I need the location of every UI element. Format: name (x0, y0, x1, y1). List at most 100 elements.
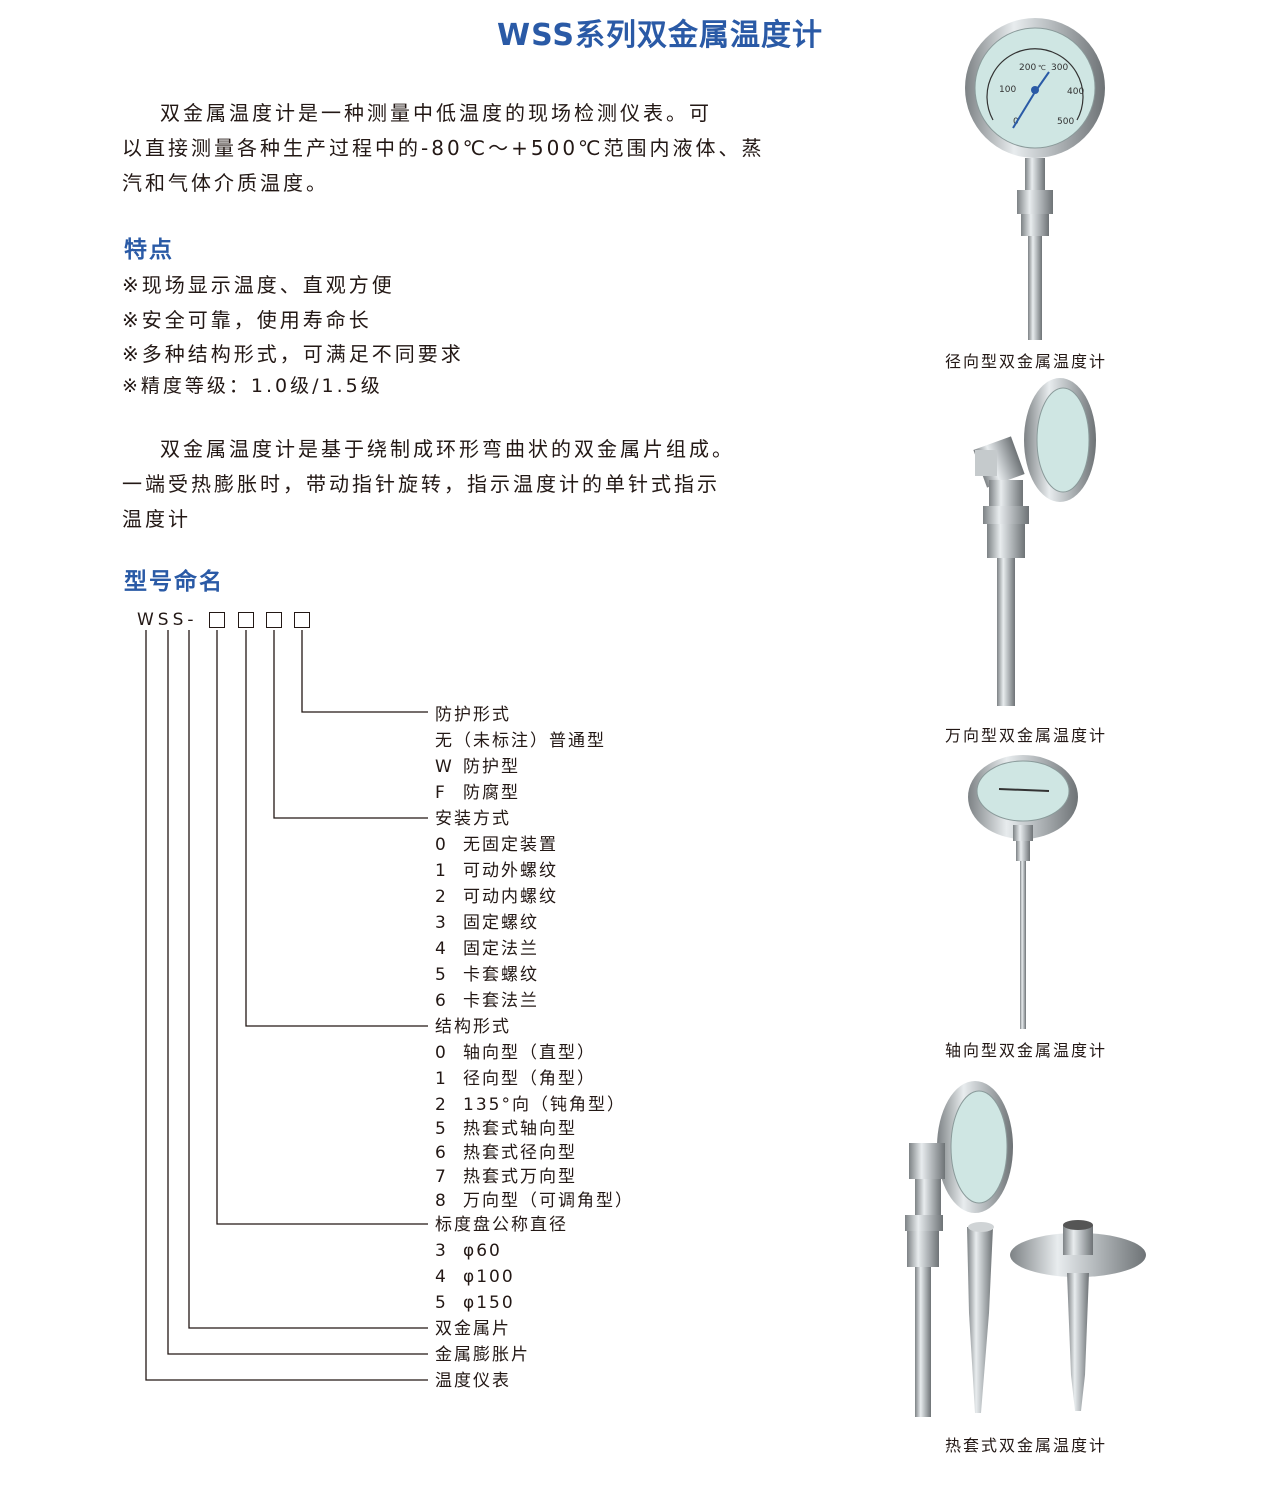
option-text: φ60 (463, 1241, 502, 1261)
features-heading: 特点 (124, 237, 174, 263)
principle-line: 温度计 (122, 507, 191, 531)
option-text: 热套式轴向型 (463, 1119, 577, 1139)
naming-option: 1 径向型（角型） (435, 1069, 596, 1089)
intro-line: 汽和气体介质温度。 (122, 171, 329, 195)
naming-option: 5 φ150 (435, 1293, 515, 1313)
option-text: φ150 (463, 1293, 515, 1313)
dial-label: 400 (1067, 87, 1084, 97)
option-code: 5 (435, 1119, 448, 1139)
principle-line: 双金属温度计是基于绕制成环形弯曲状的双金属片组成。 (160, 437, 735, 461)
naming-group-title: 双金属片 (435, 1319, 511, 1339)
option-text: 径向型（角型） (463, 1069, 596, 1089)
option-text: 固定法兰 (463, 939, 539, 959)
intro-line: 以直接测量各种生产过程中的-80℃～+500℃范围内液体、蒸 (122, 136, 765, 160)
option-code: 1 (435, 861, 448, 881)
option-code: F (435, 783, 447, 803)
universal-thermometer-image (973, 378, 1096, 706)
radial-thermometer-image: 200 ℃ 300 100 400 0 500 (965, 18, 1105, 340)
option-text: 固定螺纹 (463, 913, 539, 933)
intro-paragraph: 双金属温度计是一种测量中低温度的现场检测仪表。可 以直接测量各种生产过程中的-8… (122, 96, 765, 201)
feature-item: ※精度等级：1.0级/1.5级 (122, 375, 383, 397)
dial-label: ℃ (1038, 64, 1046, 72)
option-text: 135°向（钝角型） (463, 1095, 626, 1115)
option-code: 5 (435, 965, 448, 985)
naming-group-title: 结构形式 (435, 1017, 511, 1037)
option-text: 卡套法兰 (463, 991, 539, 1011)
naming-option: 无（未标注）普通型 (435, 731, 606, 751)
option-code: 6 (435, 1143, 448, 1163)
code-slot-box (238, 612, 254, 628)
naming-group-title: 金属膨胀片 (435, 1345, 530, 1365)
naming-option: 6 热套式径向型 (435, 1143, 577, 1163)
option-text: 防护型 (463, 757, 520, 777)
naming-option: 4 固定法兰 (435, 939, 539, 959)
feature-item: ※现场显示温度、直观方便 (122, 273, 395, 297)
option-text: 无（未标注）普通型 (435, 731, 606, 751)
option-text: 无固定装置 (463, 835, 558, 855)
naming-option: 2 135°向（钝角型） (435, 1095, 626, 1115)
page-title: WSS系列双金属温度计 (497, 18, 823, 53)
naming-option: 0 无固定装置 (435, 835, 558, 855)
option-code: 1 (435, 1069, 448, 1089)
option-text: 热套式万向型 (463, 1167, 577, 1187)
option-text: 卡套螺纹 (463, 965, 539, 985)
option-code: 3 (435, 1241, 448, 1261)
option-code: 7 (435, 1167, 448, 1187)
naming-option: 1 可动外螺纹 (435, 861, 558, 881)
naming-option: 5 卡套螺纹 (435, 965, 539, 985)
option-text: 热套式径向型 (463, 1143, 577, 1163)
option-text: 防腐型 (463, 783, 520, 803)
naming-option: 3 φ60 (435, 1241, 502, 1261)
naming-heading: 型号命名 (124, 569, 224, 595)
product-caption: 轴向型双金属温度计 (945, 1041, 1108, 1060)
code-slot-box (209, 612, 225, 628)
product-caption: 万向型双金属温度计 (945, 726, 1108, 745)
naming-group-title: 安装方式 (435, 809, 511, 829)
option-code: 3 (435, 913, 448, 933)
intro-line: 双金属温度计是一种测量中低温度的现场检测仪表。可 (160, 101, 712, 125)
product-caption: 热套式双金属温度计 (945, 1436, 1108, 1455)
principle-line: 一端受热膨胀时，带动指针旋转，指示温度计的单针式指示 (122, 472, 720, 496)
dial-label: 200 (1019, 63, 1036, 73)
option-code: 2 (435, 887, 448, 907)
option-code: 4 (435, 939, 448, 959)
naming-group-title: 防护形式 (435, 705, 511, 725)
feature-item: ※安全可靠，使用寿命长 (122, 308, 372, 332)
naming-option: 4 φ100 (435, 1267, 515, 1287)
option-text: 可动外螺纹 (463, 861, 558, 881)
dial-label: 100 (999, 85, 1016, 95)
option-code: 6 (435, 991, 448, 1011)
option-text: φ100 (463, 1267, 515, 1287)
option-text: 轴向型（直型） (463, 1043, 596, 1063)
option-code: W (435, 757, 454, 777)
option-code: 5 (435, 1293, 448, 1313)
axial-thermometer-image (968, 755, 1078, 1029)
dial-label: 300 (1051, 63, 1068, 73)
naming-option: W 防护型 (435, 757, 520, 777)
naming-group-title: 温度仪表 (435, 1371, 511, 1391)
thermowell-thermometer-image (905, 1081, 1146, 1417)
naming-option: 2 可动内螺纹 (435, 887, 558, 907)
code-slot-box (294, 612, 310, 628)
option-code: 0 (435, 1043, 448, 1063)
option-code: 4 (435, 1267, 448, 1287)
naming-option: 5 热套式轴向型 (435, 1119, 577, 1139)
model-code-prefix: WSS- (137, 610, 198, 630)
option-code: 2 (435, 1095, 448, 1115)
option-text: 万向型（可调角型） (463, 1191, 634, 1211)
naming-option: F 防腐型 (435, 783, 520, 803)
option-code: 0 (435, 835, 448, 855)
naming-option: 3 固定螺纹 (435, 913, 539, 933)
principle-paragraph: 双金属温度计是基于绕制成环形弯曲状的双金属片组成。 一端受热膨胀时，带动指针旋转… (122, 432, 752, 537)
feature-item: ※多种结构形式，可满足不同要求 (122, 342, 464, 366)
code-slot-box (266, 612, 282, 628)
product-caption: 径向型双金属温度计 (945, 352, 1108, 371)
option-text: 可动内螺纹 (463, 887, 558, 907)
naming-option: 0 轴向型（直型） (435, 1043, 596, 1063)
naming-option: 7 热套式万向型 (435, 1167, 577, 1187)
naming-option: 6 卡套法兰 (435, 991, 539, 1011)
dial-label: 500 (1057, 117, 1074, 127)
naming-group-title: 标度盘公称直径 (435, 1215, 568, 1235)
